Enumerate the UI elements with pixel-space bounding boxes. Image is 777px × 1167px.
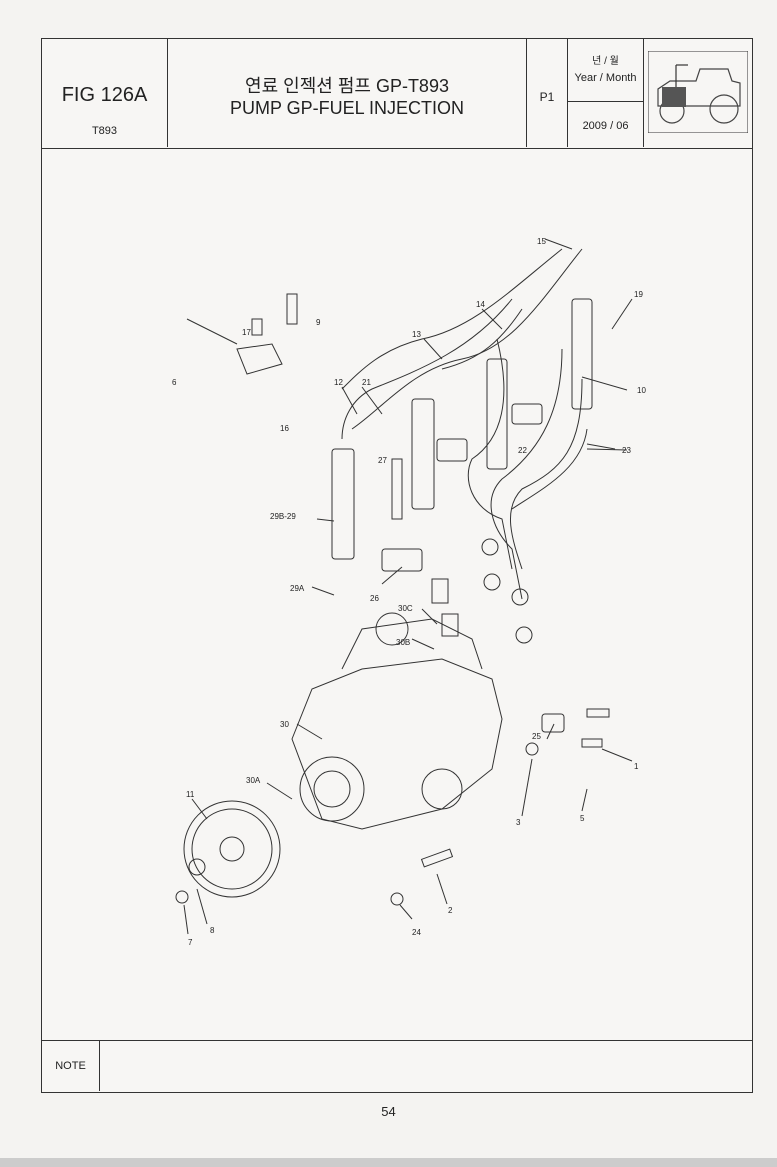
year-month-cell: 년 / 월 Year / Month 2009 / 06 [568,39,644,147]
tractor-icon [648,51,748,133]
header: FIG 126A T893 연료 인젝션 펌프 GP-T893 PUMP GP-… [42,39,752,149]
callout-10: 10 [637,386,646,395]
page-code-cell: P1 [527,39,568,147]
title-cell: 연료 인젝션 펌프 GP-T893 PUMP GP-FUEL INJECTION [168,39,527,147]
exploded-diagram: 15 19 14 9 13 17 6 10 12 21 16 22 23 27 … [172,237,646,947]
page-code: P1 [539,90,555,104]
title-korean: 연료 인젝션 펌프 GP-T893 [245,76,449,96]
callout-11: 11 [186,790,195,799]
callout-3: 3 [516,818,521,827]
callout-24: 24 [412,928,421,937]
note-row: NOTE [42,1040,752,1092]
pump-body [291,658,503,830]
callout-25: 25 [532,732,541,741]
callout-16: 16 [280,424,289,433]
callout-30b: 30B [396,638,410,647]
injector [331,448,355,560]
note-label: NOTE [42,1041,100,1091]
model-code: T893 [91,125,118,137]
callout-26: 26 [370,594,379,603]
year-month-korean: 년 / 월 [592,56,619,67]
callout-6: 6 [172,378,177,387]
callout-7: 7 [188,938,193,947]
callout-30: 30 [280,720,289,729]
callout-23: 23 [622,446,631,455]
callout-19: 19 [634,290,643,299]
title-english: PUMP GP-FUEL INJECTION [229,98,465,118]
fig-number: FIG 126A [61,84,148,106]
callout-30c: 30C [398,604,413,613]
callout-29b-29: 29B-29 [270,512,296,521]
callout-22: 22 [518,446,527,455]
callout-2: 2 [448,906,453,915]
callout-5: 5 [580,814,585,823]
tractor-cell [644,39,752,147]
callout-12: 12 [334,378,343,387]
callout-9: 9 [316,318,321,327]
divider [568,101,643,102]
callout-15: 15 [537,237,546,246]
callout-14: 14 [476,300,485,309]
callout-21: 21 [362,378,371,387]
gear [183,800,281,898]
callout-30a: 30A [246,776,261,785]
parts-sheet: FIG 126A T893 연료 인젝션 펌프 GP-T893 PUMP GP-… [41,38,753,1093]
callout-27: 27 [378,456,387,465]
page-number: 54 [381,1104,396,1119]
fuel-line [341,248,563,390]
scan-edge [0,1158,777,1167]
callout-8: 8 [210,926,215,935]
revision-date: 2009 / 06 [582,120,629,132]
callout-1: 1 [634,762,639,771]
year-month-label: Year / Month [574,72,637,84]
callout-29a: 29A [290,584,305,593]
fig-cell: FIG 126A T893 [42,39,168,147]
callout-17: 17 [242,328,251,337]
callout-13: 13 [412,330,421,339]
